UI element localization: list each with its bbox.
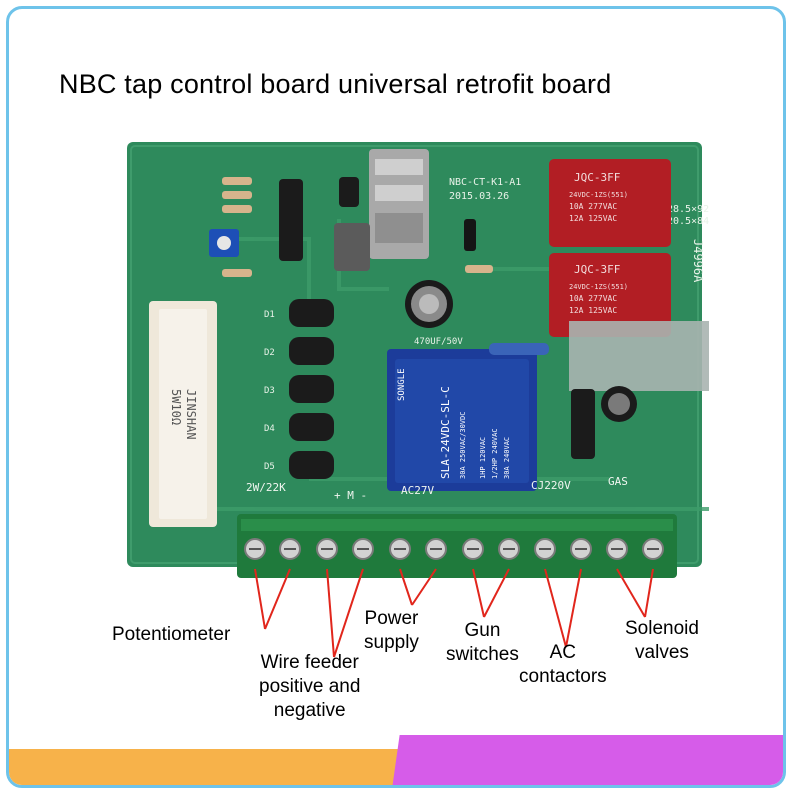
callout-wire-feeder: Wire feeder positive and negative <box>259 652 361 721</box>
capacitor-label: 470UF/50V <box>414 337 463 347</box>
svg-text:24VDC-1ZS(551): 24VDC-1ZS(551) <box>569 283 628 291</box>
svg-text:1HP 120VAC: 1HP 120VAC <box>479 437 487 479</box>
page-title: NBC tap control board universal retrofit… <box>59 69 612 99</box>
label-motor: + M - <box>334 489 367 502</box>
blue-resistor <box>489 343 549 355</box>
svg-text:SONGLE: SONGLE <box>397 368 407 401</box>
label-ac27v: AC27V <box>401 484 434 497</box>
label-d4: D4 <box>264 424 275 434</box>
label-d1: D1 <box>264 310 275 320</box>
label-d5: D5 <box>264 462 275 472</box>
blurred-sticker <box>569 321 709 391</box>
svg-text:30A 240VAC: 30A 240VAC <box>503 437 511 479</box>
product-image-frame: NBC-CT-K1-A1 2015.03.26 J4996A 28.5×92 2… <box>6 6 786 788</box>
svg-text:JINSHAN: JINSHAN <box>184 389 198 440</box>
svg-text:12A 125VAC: 12A 125VAC <box>569 214 617 223</box>
heatsink <box>369 149 429 259</box>
callout-potentiometer: Potentiometer <box>112 624 231 645</box>
svg-text:JQC-3FF: JQC-3FF <box>574 263 620 276</box>
small-resistors <box>222 177 493 277</box>
svg-text:SLA-24VDC-SL-C: SLA-24VDC-SL-C <box>439 386 452 479</box>
svg-text:JQC-3FF: JQC-3FF <box>574 171 620 184</box>
svg-text:10A 277VAC: 10A 277VAC <box>569 202 617 211</box>
callout-gun-switches: Gun switches <box>446 620 519 665</box>
label-d3: D3 <box>264 386 275 396</box>
terminal-block <box>237 514 677 578</box>
label-d2: D2 <box>264 348 275 358</box>
svg-text:1/2HP 240VAC: 1/2HP 240VAC <box>491 428 499 479</box>
label-cj220v: CJ220V <box>531 479 571 492</box>
label-gas: GAS <box>608 475 628 488</box>
callout-solenoid-valves: Solenoid valves <box>625 618 699 663</box>
label-2w22k: 2W/22K <box>246 481 286 494</box>
svg-text:24VDC-1ZS(551): 24VDC-1ZS(551) <box>569 191 628 199</box>
callout-lines <box>254 568 654 658</box>
control-board-photo: NBC-CT-K1-A1 2015.03.26 J4996A 28.5×92 2… <box>127 142 709 658</box>
svg-text:12A 125VAC: 12A 125VAC <box>569 306 617 315</box>
relay-main: SONGLE SLA-24VDC-SL-C 30A 250VAC/30VDC 1… <box>387 349 537 491</box>
svg-text:10A 277VAC: 10A 277VAC <box>569 294 617 303</box>
right-transistor <box>571 389 595 459</box>
inductor <box>334 223 370 271</box>
ceramic-power-resistor: JINSHAN 5W10Ω <box>149 301 217 527</box>
svg-text:5W10Ω: 5W10Ω <box>169 389 183 425</box>
board-model-label: NBC-CT-K1-A1 <box>449 177 521 188</box>
relay-small-2: JQC-3FF 24VDC-1ZS(551) 10A 277VAC 12A 12… <box>549 253 671 337</box>
electrolytic-capacitor <box>405 280 453 328</box>
relay-small-1: JQC-3FF 24VDC-1ZS(551) 10A 277VAC 12A 12… <box>549 159 671 247</box>
dim-label-2: 20.5×84 <box>667 216 709 227</box>
dim-label-1: 28.5×92 <box>667 204 709 215</box>
svg-text:30A 250VAC/30VDC: 30A 250VAC/30VDC <box>459 412 467 479</box>
small-transistor <box>339 177 359 207</box>
decor-band-orange <box>9 749 429 785</box>
callout-power-supply: Power supply <box>364 608 419 653</box>
board-date-label: 2015.03.26 <box>449 191 509 202</box>
diode-array <box>289 299 334 479</box>
transistor <box>279 179 303 261</box>
board-code-label: J4996A <box>691 239 705 283</box>
callout-ac-contactors: AC contactors <box>519 642 607 687</box>
